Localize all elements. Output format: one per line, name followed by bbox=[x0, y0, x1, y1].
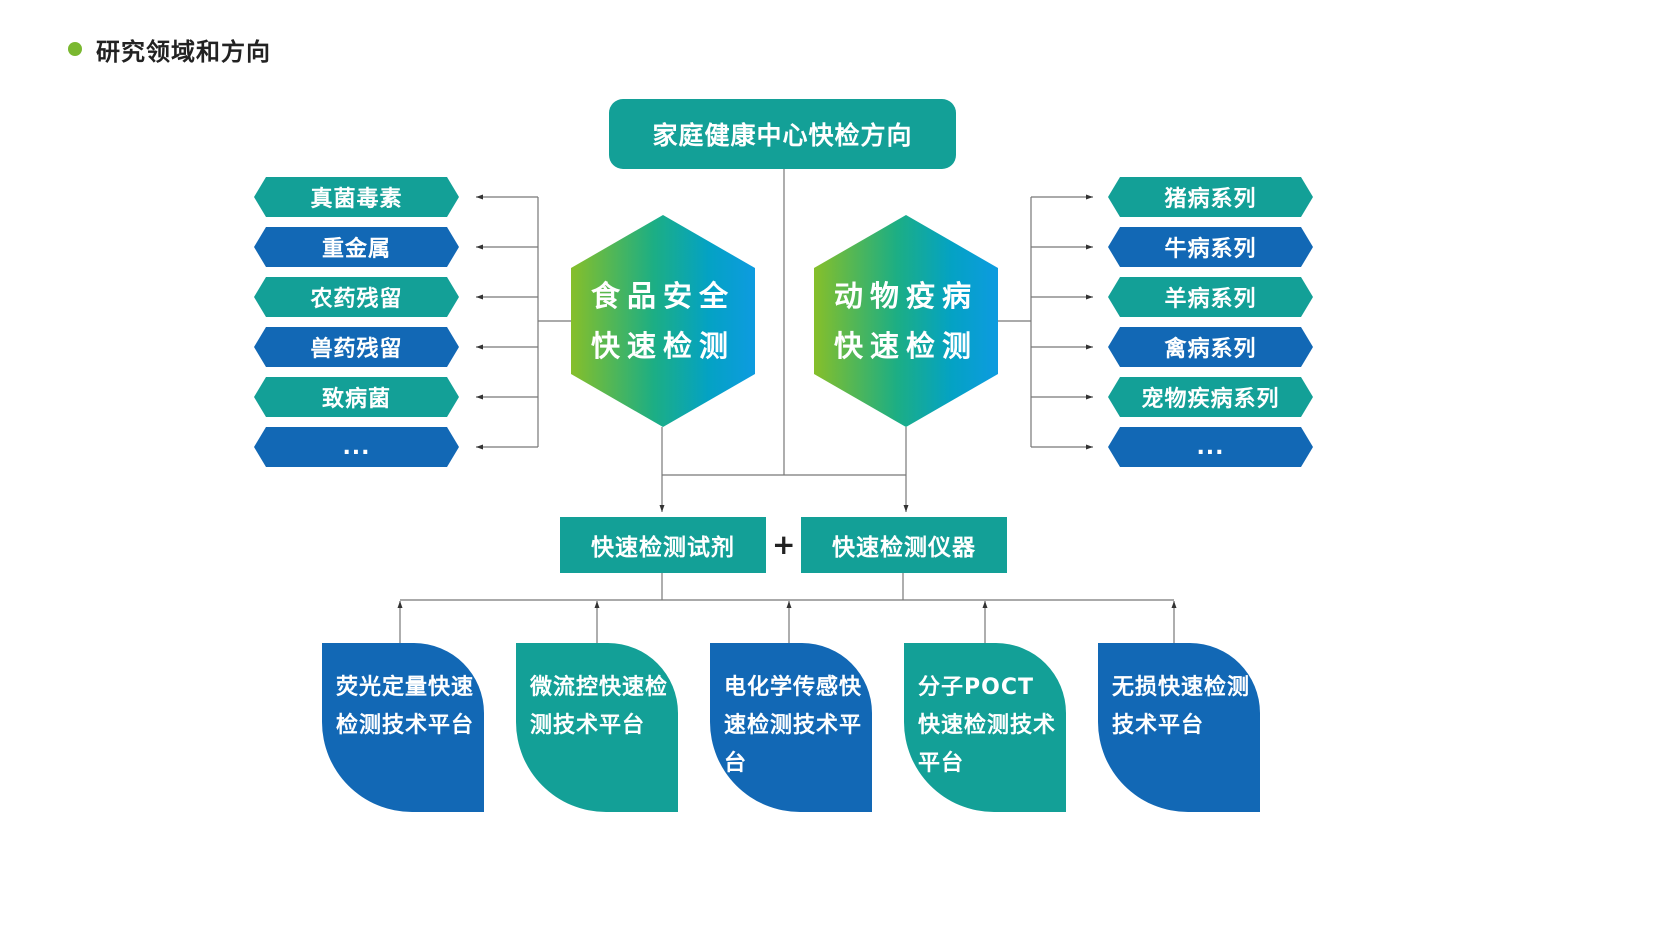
hex-food-safety: 食品安全 快速检测 bbox=[571, 215, 755, 427]
hex-animal-line2: 快速检测 bbox=[833, 329, 978, 363]
food-item-pesticide: 农药残留 bbox=[254, 277, 459, 317]
root-node: 家庭健康中心快检方向 bbox=[609, 99, 956, 169]
product-reagent: 快速检测试剂 bbox=[560, 517, 766, 573]
food-item-mycotoxin: 真菌毒素 bbox=[254, 177, 459, 217]
animal-item-pet: 宠物疾病系列 bbox=[1108, 377, 1313, 417]
animal-item-cattle: 牛病系列 bbox=[1108, 227, 1313, 267]
platform-nondestructive: 无损快速检测技术平台 bbox=[1098, 643, 1260, 812]
hex-animal-line1: 动物疫病 bbox=[833, 279, 978, 313]
title-bullet-icon bbox=[68, 42, 82, 56]
platform-electrochemical: 电化学传感快速检测技术平台 bbox=[710, 643, 872, 812]
food-item-more: ... bbox=[254, 427, 459, 467]
hex-food-line2: 快速检测 bbox=[590, 329, 735, 363]
food-item-pathogen: 致病菌 bbox=[254, 377, 459, 417]
hex-animal-disease: 动物疫病 快速检测 bbox=[814, 215, 998, 427]
animal-item-more: ... bbox=[1108, 427, 1313, 467]
product-instrument: 快速检测仪器 bbox=[801, 517, 1007, 573]
platform-molecular-poct: 分子POCT快速检测技术平台 bbox=[904, 643, 1066, 812]
food-item-vet-drug: 兽药残留 bbox=[254, 327, 459, 367]
section-title: 研究领域和方向 bbox=[96, 38, 271, 66]
hex-food-line1: 食品安全 bbox=[590, 279, 735, 313]
animal-item-swine: 猪病系列 bbox=[1108, 177, 1313, 217]
animal-item-poultry: 禽病系列 bbox=[1108, 327, 1313, 367]
food-item-heavy-metal: 重金属 bbox=[254, 227, 459, 267]
platform-fluorescence: 荧光定量快速检测技术平台 bbox=[322, 643, 484, 812]
platform-microfluidic: 微流控快速检测技术平台 bbox=[516, 643, 678, 812]
plus-icon: + bbox=[772, 528, 796, 561]
animal-item-sheep: 羊病系列 bbox=[1108, 277, 1313, 317]
